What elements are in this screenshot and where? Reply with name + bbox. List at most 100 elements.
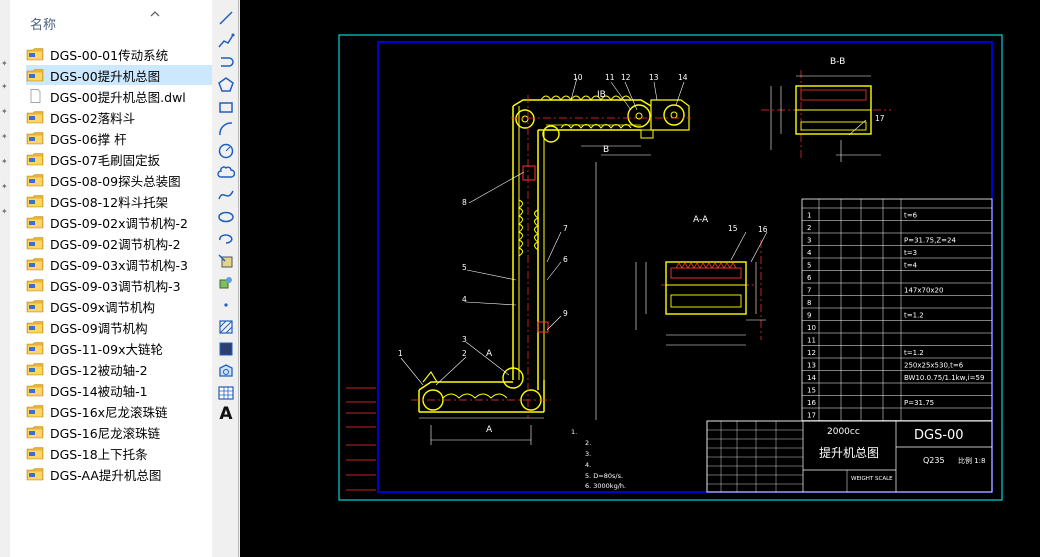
balloon-10: 10 [573,73,583,82]
material-text: Q235 [923,456,945,465]
file-name: DGS-09-02调节机构-2 [50,236,181,252]
make-block-icon[interactable] [217,274,235,292]
file-list-item[interactable]: DGS-09调节机构 [26,317,212,337]
file-list-item[interactable]: DGS-00提升机总图 [26,65,212,85]
rectangle-icon[interactable] [217,98,235,116]
bom-item-number: 2 [807,224,811,232]
balloon-4: 4 [462,295,467,304]
pin-icon[interactable]: ✦ [1,132,8,141]
pin-icon[interactable]: ✦ [1,82,8,91]
sort-chevron-up-icon[interactable] [149,8,161,20]
balloon-17: 17 [875,114,885,123]
file-name: DGS-09调节机构 [50,320,148,336]
section-a-a-label: A-A [693,215,709,225]
balloon-2: 2 [462,349,467,358]
file-name: DGS-00提升机总图.dwl [50,89,186,105]
file-list-item[interactable]: DGS-AA提升机总图 [26,464,212,484]
pin-icon[interactable]: ✦ [1,107,8,116]
folder-icon [26,342,44,355]
file-list-item[interactable]: DGS-09-03x调节机构-3 [26,254,212,274]
file-name: DGS-09-03调节机构-3 [50,278,181,294]
folder-icon [26,111,44,124]
section-cut-a-lower: A [486,425,493,435]
file-list-item[interactable]: DGS-08-12料斗托架 [26,191,212,211]
centerlines [411,70,891,418]
file-name: DGS-02落料斗 [50,110,136,126]
polyline-icon[interactable] [217,32,235,50]
bom-item-number: 3 [807,237,811,245]
spline-icon[interactable] [217,186,235,204]
file-list-item[interactable]: DGS-07毛刷固定扳 [26,149,212,169]
capacity-text: 2000cc [827,427,860,437]
gradient-icon[interactable] [217,340,235,358]
file-list-item[interactable]: DGS-09-02调节机构-2 [26,233,212,253]
file-list-item[interactable]: DGS-08-09探头总装图 [26,170,212,190]
table-icon[interactable] [217,384,235,402]
cad-drawing-canvas[interactable]: B-B A-A IB B A A 1 2 3 4 5 6 7 8 9 10 11… [241,0,1040,557]
file-list-item[interactable]: DGS-09-02x调节机构-2 [26,212,212,232]
section-b-b-label: B-B [830,57,845,67]
file-list-item[interactable]: DGS-02落料斗 [26,107,212,127]
line-icon[interactable] [217,9,235,27]
bom-spec: P=31.75,Z=24 [904,237,956,245]
folder-icon [26,447,44,460]
revision-cloud-icon[interactable] [217,164,235,182]
outer-frame [338,34,1003,501]
bom-spec: t=6 [904,212,918,220]
leader-lines [400,77,867,386]
bom-item-number: 14 [807,374,816,382]
balloon-3: 3 [462,335,467,344]
folder-icon [26,216,44,229]
file-list-item[interactable]: DGS-00提升机总图.dwl [26,86,212,106]
pin-icon[interactable]: ✦ [1,59,8,68]
bom-item-number: 6 [807,274,812,282]
point-icon[interactable] [217,296,235,314]
file-list-item[interactable]: DGS-12被动轴-2 [26,359,212,379]
text-icon[interactable]: A [219,404,233,424]
navigation-pane-edge: ✦ ✦ ✦ ✦ ✦ ✦ ✦ [0,0,10,557]
insert-block-icon[interactable] [217,252,235,270]
file-list-item[interactable]: DGS-11-09x大链轮 [26,338,212,358]
region-icon[interactable] [217,362,235,380]
column-header-name[interactable]: 名称 [30,18,57,33]
balloon-7: 7 [563,224,568,233]
section-b-b-view [770,75,881,162]
inner-frame [377,41,993,493]
arc-icon[interactable] [217,120,235,138]
balloon-13: 13 [649,73,659,82]
note-line: 5. D=80s/s. [585,472,623,480]
ellipse-icon[interactable] [217,208,235,226]
technical-notes: 1. 2. 3. 4. 5. D=80s/s. 6. 3000kg/h. [571,428,626,490]
revision-marks [346,387,376,491]
folder-icon [26,321,44,334]
file-name: DGS-18上下托条 [50,446,148,462]
ellipse-arc-icon[interactable] [217,230,235,248]
folder-icon [26,300,44,313]
balloon-15: 15 [728,224,738,233]
folder-icon [26,132,44,145]
file-name: DGS-00提升机总图 [50,68,161,84]
file-list-item[interactable]: DGS-16x尼龙滚珠链 [26,401,212,421]
arc-polyline-icon[interactable] [217,54,235,72]
file-list-item[interactable]: DGS-18上下托条 [26,443,212,463]
file-explorer-pane: ✦ ✦ ✦ ✦ ✦ ✦ ✦ 名称 DGS-00-01传动系统 DGS-00提升机总… [0,0,213,557]
file-list-item[interactable]: DGS-09x调节机构 [26,296,212,316]
pin-icon[interactable]: ✦ [1,157,8,166]
bom-item-number: 4 [807,249,812,257]
file-list-item[interactable]: DGS-06撑 杆 [26,128,212,148]
file-list-item[interactable]: DGS-09-03调节机构-3 [26,275,212,295]
pin-icon[interactable]: ✦ [1,182,8,191]
dimension-lines [419,145,651,445]
file-name: DGS-06撑 杆 [50,131,127,147]
balloon-9: 9 [563,309,568,318]
circle-icon[interactable] [217,142,235,160]
bom-item-number: 10 [807,324,816,332]
file-list-item[interactable]: DGS-00-01传动系统 [26,44,212,64]
file-list-item[interactable]: DGS-14被动轴-1 [26,380,212,400]
bom-item-number: 9 [807,312,811,320]
hatch-icon[interactable] [217,318,235,336]
bom-item-number: 8 [807,299,811,307]
pin-icon[interactable]: ✦ [1,207,8,216]
polygon-icon[interactable] [217,76,235,94]
file-list-item[interactable]: DGS-16尼龙滚珠链 [26,422,212,442]
